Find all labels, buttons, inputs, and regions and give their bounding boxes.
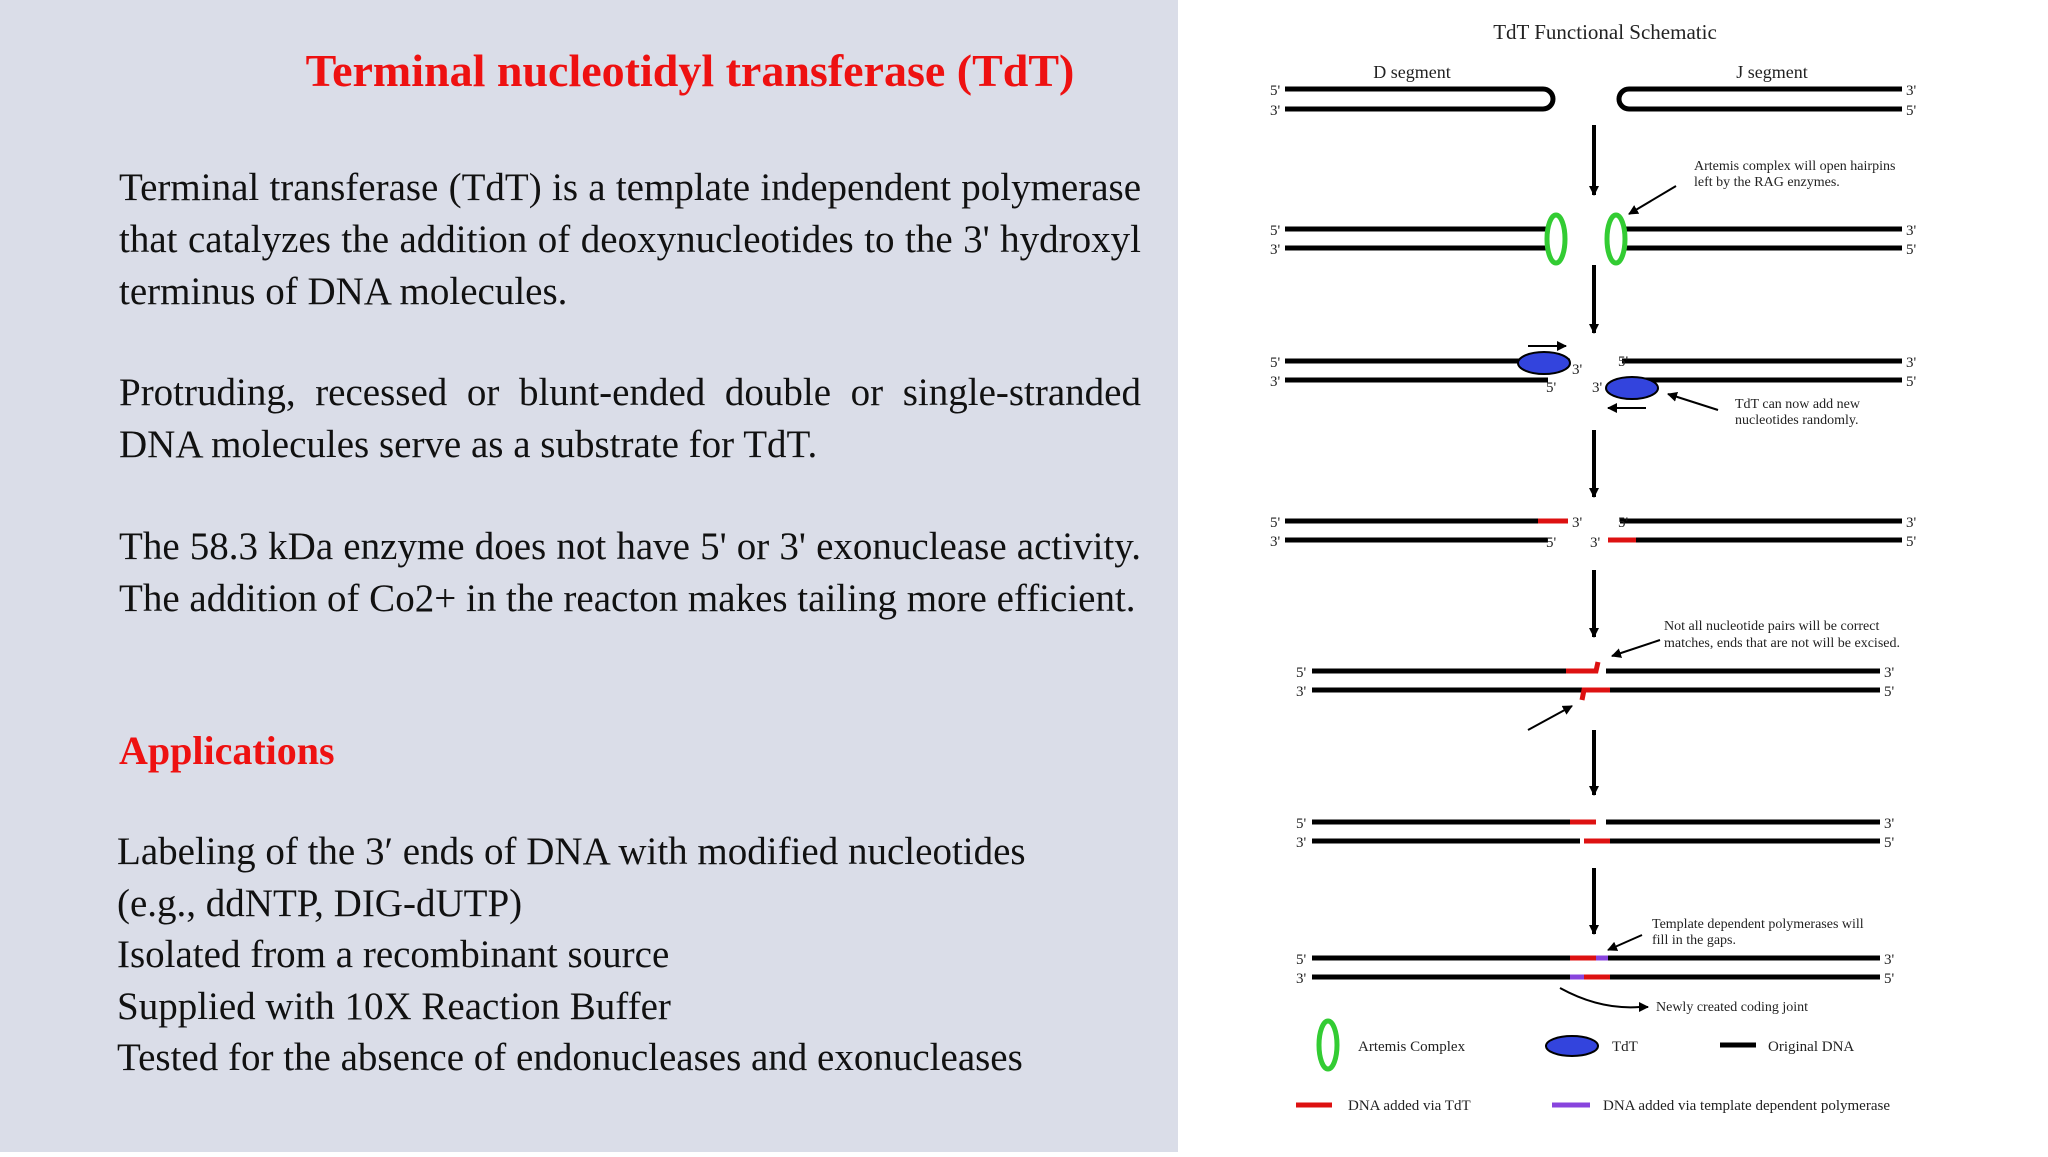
svg-text:5': 5' bbox=[1884, 971, 1895, 987]
svg-text:5': 5' bbox=[1546, 380, 1557, 396]
note-artemis-line1: Artemis complex will open hairpins bbox=[1694, 159, 1895, 174]
row-filled bbox=[1312, 955, 1880, 980]
svg-text:5': 5' bbox=[1618, 515, 1629, 531]
svg-text:5': 5' bbox=[1296, 665, 1307, 681]
legend-artemis-label: Artemis Complex bbox=[1358, 1039, 1466, 1055]
d-segment-label: D segment bbox=[1373, 62, 1450, 82]
svg-text:5': 5' bbox=[1546, 535, 1557, 551]
application-item: Isolated from a recombinant source bbox=[117, 933, 670, 976]
legend-poly-added-label: DNA added via template dependent polymer… bbox=[1603, 1098, 1890, 1114]
application-item: (e.g., ddNTP, DIG-dUTP) bbox=[117, 881, 523, 925]
page-title: Terminal nucleotidyl transferase (TdT) bbox=[305, 45, 1075, 96]
svg-text:5': 5' bbox=[1906, 103, 1917, 119]
svg-text:3': 3' bbox=[1906, 83, 1917, 99]
legend-original-label: Original DNA bbox=[1768, 1039, 1854, 1055]
svg-text:5': 5' bbox=[1296, 952, 1307, 968]
row-added bbox=[1285, 518, 1902, 543]
tdt-schematic: TdT Functional Schematic D segment J seg… bbox=[1270, 20, 1917, 1114]
note-pairs-line2: matches, ends that are not will be excis… bbox=[1664, 636, 1900, 651]
artemis-complex-shape bbox=[1604, 212, 1628, 266]
note-coding-joint: Newly created coding joint bbox=[1656, 1000, 1808, 1015]
schematic-title: TdT Functional Schematic bbox=[1493, 20, 1717, 44]
svg-text:5': 5' bbox=[1906, 242, 1917, 258]
legend-artemis-swatch bbox=[1316, 1018, 1340, 1072]
application-item: Supplied with 10X Reaction Buffer bbox=[117, 984, 671, 1028]
legend: Artemis Complex TdT Original DNA DNA add… bbox=[1296, 1018, 1890, 1114]
applications-list: Labeling of the 3′ ends of DNA with modi… bbox=[117, 826, 1026, 1084]
svg-text:3': 3' bbox=[1906, 223, 1917, 239]
svg-text:3': 3' bbox=[1884, 665, 1895, 681]
legend-tdt-label: TdT bbox=[1612, 1039, 1638, 1055]
applications-heading: Applications bbox=[119, 728, 335, 773]
svg-text:3': 3' bbox=[1884, 952, 1895, 968]
svg-text:3': 3' bbox=[1906, 355, 1917, 371]
svg-text:3': 3' bbox=[1296, 971, 1307, 987]
svg-text:3': 3' bbox=[1572, 362, 1583, 378]
row1-end-labels: 5' 3' 3' 5' bbox=[1270, 83, 1917, 119]
j-segment-label: J segment bbox=[1736, 62, 1808, 82]
application-item: Labeling of the 3′ ends of DNA with modi… bbox=[117, 830, 1026, 873]
note-artemis-line2: left by the RAG enzymes. bbox=[1694, 175, 1840, 190]
artemis-complex-shape bbox=[1544, 212, 1568, 266]
text-panel: Terminal nucleotidyl transferase (TdT) T… bbox=[0, 0, 1178, 1152]
svg-text:5': 5' bbox=[1884, 835, 1895, 851]
svg-text:5': 5' bbox=[1906, 374, 1917, 390]
svg-text:3': 3' bbox=[1270, 374, 1281, 390]
svg-text:3': 3' bbox=[1270, 242, 1281, 258]
svg-text:5': 5' bbox=[1270, 515, 1281, 531]
note-poly-line1: Template dependent polymerases will bbox=[1652, 917, 1864, 932]
legend-tdt-added-label: DNA added via TdT bbox=[1348, 1098, 1471, 1114]
svg-text:5': 5' bbox=[1270, 223, 1281, 239]
note-pairs-line1: Not all nucleotide pairs will be correct bbox=[1664, 619, 1879, 634]
svg-text:3': 3' bbox=[1592, 380, 1603, 396]
row-tdt bbox=[1285, 358, 1902, 383]
schematic-panel: TdT Functional Schematic D segment J seg… bbox=[1178, 0, 2048, 1152]
note-poly-line2: fill in the gaps. bbox=[1652, 933, 1736, 948]
svg-text:3': 3' bbox=[1884, 816, 1895, 832]
row-artemis bbox=[1285, 226, 1902, 251]
note-tdt-line1: TdT can now add new bbox=[1735, 397, 1861, 412]
application-item: Tested for the absence of endonucleases … bbox=[117, 1036, 1023, 1079]
svg-text:3': 3' bbox=[1590, 535, 1601, 551]
svg-text:3': 3' bbox=[1296, 684, 1307, 700]
svg-text:5': 5' bbox=[1906, 534, 1917, 550]
svg-text:5': 5' bbox=[1270, 355, 1281, 371]
legend-tdt-swatch bbox=[1545, 1035, 1599, 1057]
tdt-enzyme-shape bbox=[1517, 351, 1571, 375]
paragraph-substrate: Protruding, recessed or blunt-ended doub… bbox=[119, 371, 1141, 466]
svg-text:5': 5' bbox=[1270, 83, 1281, 99]
svg-text:5': 5' bbox=[1884, 684, 1895, 700]
svg-text:3': 3' bbox=[1270, 103, 1281, 119]
svg-text:3': 3' bbox=[1572, 515, 1583, 531]
svg-text:5': 5' bbox=[1296, 816, 1307, 832]
paragraph-definition: Terminal transferase (TdT) is a template… bbox=[119, 166, 1141, 313]
svg-text:3': 3' bbox=[1296, 835, 1307, 851]
svg-text:3': 3' bbox=[1906, 515, 1917, 531]
paragraph-enzyme: The 58.3 kDa enzyme does not have 5' or … bbox=[119, 525, 1141, 620]
note-tdt-line2: nucleotides randomly. bbox=[1735, 413, 1859, 428]
row-hairpins bbox=[1285, 86, 1902, 112]
svg-text:5': 5' bbox=[1618, 354, 1629, 370]
svg-text:3': 3' bbox=[1270, 534, 1281, 550]
row-pairing bbox=[1312, 661, 1880, 701]
tdt-enzyme-shape bbox=[1605, 376, 1659, 400]
row-excised bbox=[1312, 819, 1880, 844]
